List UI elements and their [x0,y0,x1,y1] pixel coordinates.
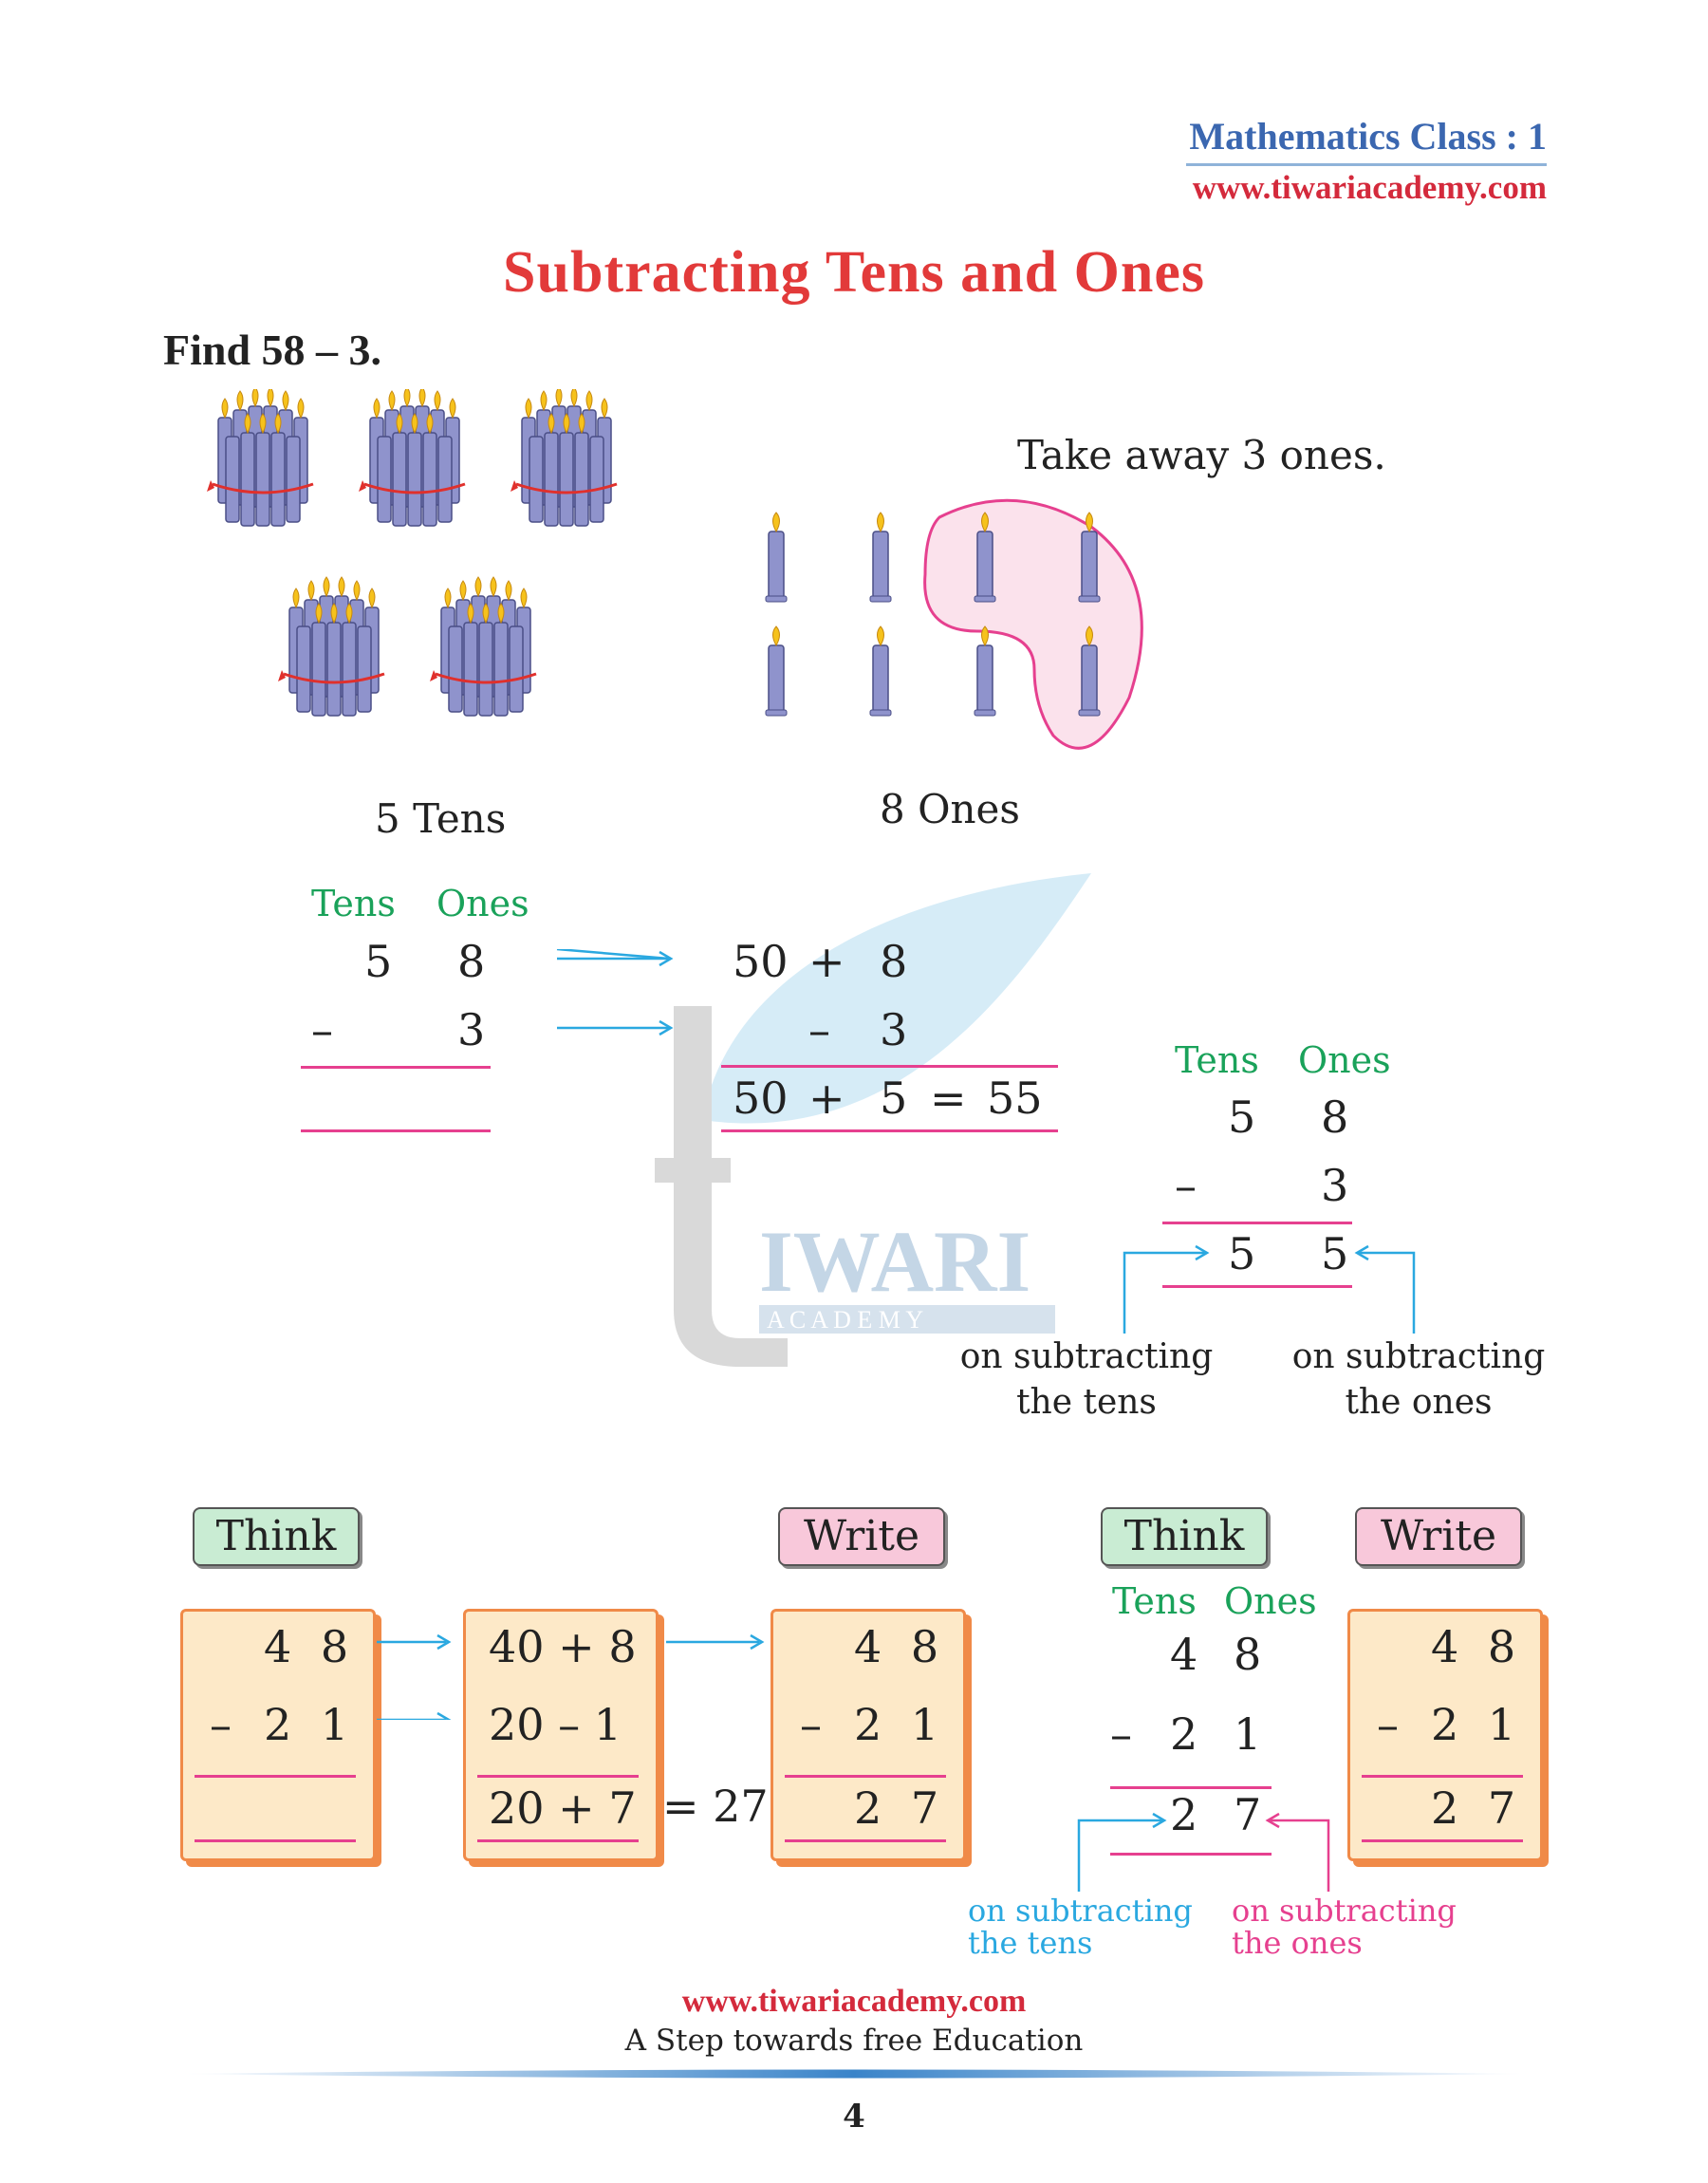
exp-line3-equals: = [930,1073,967,1124]
exp-line1-tens: 50 [733,936,789,987]
footer-divider [180,2067,1528,2080]
res-callout-arrows [1110,1234,1433,1338]
think-box-1: 4 8 – 2 1 [180,1609,376,1861]
write-tag-1: Write [778,1507,945,1566]
res-tens-digit: 5 [1228,1092,1255,1143]
exp-line2-minus: – [808,1004,830,1055]
problem-statement: Find 58 – 3. [163,325,381,375]
ex1-ones-digit: 8 [457,936,485,987]
exp-line3-tens: 50 [733,1073,789,1124]
tens-header: Tens [311,883,396,924]
box1-arrows [375,1625,455,1720]
ones-caption: 8 Ones [880,786,1020,832]
ex1-line-1 [301,1066,491,1069]
ex1-subtrahend: 3 [457,1004,485,1055]
write-tag-2: Write [1355,1507,1522,1566]
equals-result: = 27 [662,1781,769,1832]
write-box-2: 4 8 – 2 1 2 7 [1347,1609,1543,1861]
box2-row1: 40 + 8 [489,1621,656,1672]
res-line-1 [1162,1222,1352,1224]
footer-tagline: A Step towards free Education [0,2024,1708,2058]
ex2-ones-digit: 8 [1234,1629,1261,1680]
think-box-2: 40 + 8 20 – 1 20 + 7 [463,1609,659,1861]
box3-row2: 2 1 [854,1699,963,1750]
ex1-minus-sign: – [311,1004,333,1055]
box4-row3: 2 7 [1431,1782,1540,1834]
page-number: 4 [0,2098,1708,2136]
ex2-tens-digit: 4 [1170,1629,1197,1680]
watermark-sub: A C A D E M Y [767,1306,923,1334]
exp-line-2 [721,1129,1058,1132]
box2-row2: 20 – 1 [489,1699,656,1750]
exp-line2-ones: 3 [880,1004,907,1055]
exp-line1-plus: + [808,936,845,987]
res-minus-sign: – [1175,1160,1197,1211]
box4-minus: – [1377,1699,1405,1750]
ex2-callout-arrows [1068,1801,1343,1896]
box3-minus: – [800,1699,828,1750]
box4-row1: 4 8 [1431,1621,1540,1672]
ex2-minus-sign: – [1110,1708,1132,1760]
box2-row3: 20 + 7 [489,1782,656,1834]
result-tens-header: Tens [1175,1039,1259,1081]
ex1-arrows [555,949,678,1044]
ex1-line-2 [301,1129,491,1132]
footer-url[interactable]: www.tiwariacademy.com [0,1984,1708,2020]
subject-header: Mathematics Class : 1 [1189,114,1547,159]
box1-row1: 4 8 [264,1621,373,1672]
box1-minus: – [210,1699,238,1750]
think-tag-2: Think [1101,1507,1268,1566]
take-away-caption: Take away 3 ones. [1017,432,1386,478]
box1-row2: 2 1 [264,1699,373,1750]
res-note-ones: on subtracting the ones [1290,1334,1547,1426]
header-url[interactable]: www.tiwariacademy.com [1193,169,1547,207]
tens-bundles-illustration [199,389,664,788]
box3-row1: 4 8 [854,1621,963,1672]
tens-caption: 5 Tens [375,795,506,842]
exp-line1-ones: 8 [880,936,907,987]
result-ones-header: Ones [1298,1039,1391,1081]
exp-line3-plus: + [808,1073,845,1124]
watermark-brand: IWARI [759,1213,1030,1310]
ex2-sub-tens: 2 [1170,1708,1197,1760]
ex2-ones-header: Ones [1224,1580,1317,1622]
res-subtrahend: 3 [1321,1160,1348,1211]
write-box-1: 4 8 – 2 1 2 7 [770,1609,966,1861]
ex2-note-tens: on subtracting the tens [968,1894,1193,1959]
exp-line3-ones: 5 [880,1073,907,1124]
box2-arrow [664,1625,769,1663]
res-note-tens: on subtracting the tens [958,1334,1215,1426]
ex1-tens-digit: 5 [364,936,392,987]
think-tag-1: Think [193,1507,360,1566]
res-ones-digit: 8 [1321,1092,1348,1143]
page-title: Subtracting Tens and Ones [0,239,1708,307]
exp-line3-result: 55 [987,1073,1043,1124]
ex2-tens-header: Tens [1112,1580,1197,1622]
ex2-sub-ones: 1 [1234,1708,1261,1760]
ex2-note-ones: on subtracting the ones [1232,1894,1457,1959]
box4-row2: 2 1 [1431,1699,1540,1750]
header-divider [1186,163,1547,166]
ones-header: Ones [436,883,529,924]
ones-candles-illustration [750,489,1167,764]
box3-row3: 2 7 [854,1782,963,1834]
exp-line-1 [721,1065,1058,1068]
